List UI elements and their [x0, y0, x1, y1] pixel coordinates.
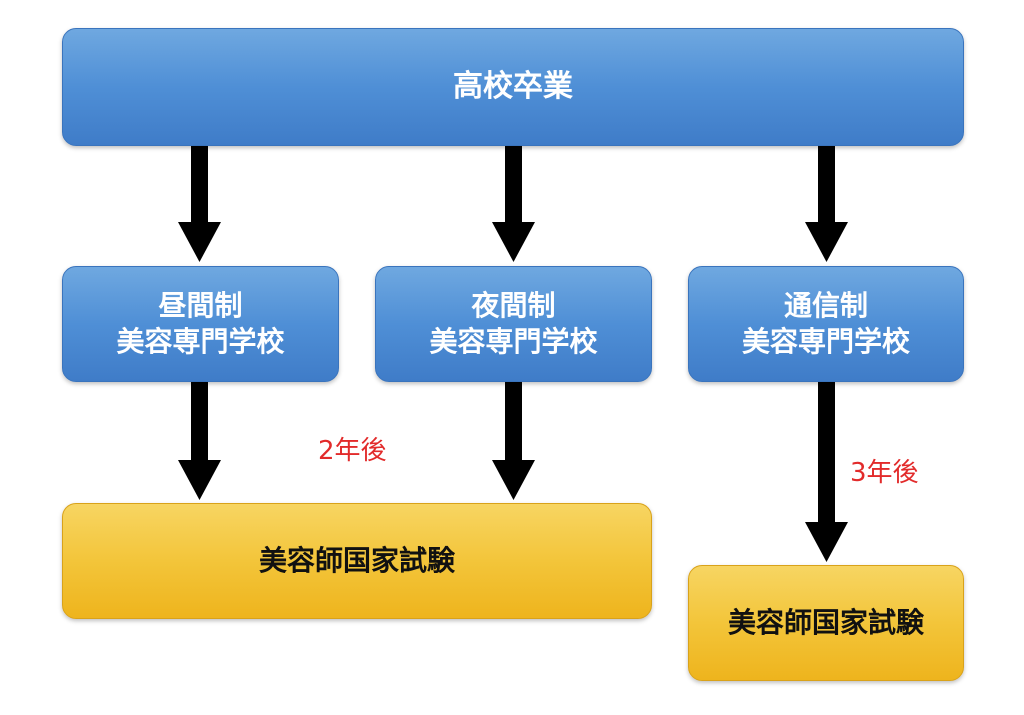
- correspondence-school-box: 通信制 美容専門学校: [688, 266, 964, 382]
- night-school-line2: 美容専門学校: [429, 325, 598, 358]
- national-exam-box-shared: 美容師国家試験: [62, 503, 652, 619]
- night-school-box: 夜間制 美容専門学校: [375, 266, 652, 382]
- high-school-graduation-label: 高校卒業: [453, 68, 573, 104]
- arrow-night-to-exam: [492, 382, 535, 500]
- night-school-line1: 夜間制: [471, 289, 556, 323]
- two-years-note: 2年後: [318, 436, 387, 466]
- arrow-correspondence-to-exam: [805, 382, 848, 562]
- three-years-note: 3年後: [850, 458, 919, 488]
- arrow-top-to-correspondence: [805, 146, 848, 262]
- daytime-school-line2: 美容専門学校: [116, 325, 285, 358]
- national-exam-label-correspondence: 美容師国家試験: [727, 606, 924, 640]
- correspondence-school-line2: 美容専門学校: [741, 325, 910, 358]
- arrow-top-to-night: [492, 146, 535, 262]
- high-school-graduation-box: 高校卒業: [62, 28, 964, 146]
- arrow-top-to-day: [178, 146, 221, 262]
- national-exam-label-shared: 美容師国家試験: [258, 544, 455, 578]
- correspondence-school-line1: 通信制: [783, 289, 868, 323]
- daytime-school-line1: 昼間制: [158, 289, 243, 323]
- arrow-day-to-exam: [178, 382, 221, 500]
- national-exam-box-correspondence: 美容師国家試験: [688, 565, 964, 681]
- daytime-school-box: 昼間制 美容専門学校: [62, 266, 339, 382]
